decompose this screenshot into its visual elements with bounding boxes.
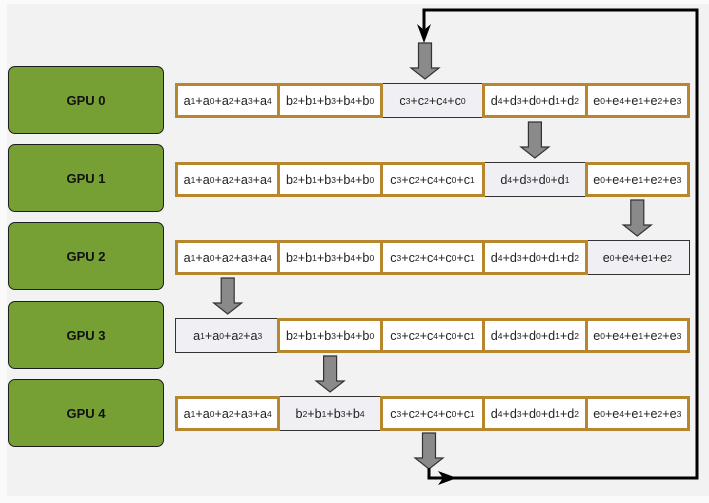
transfer-arrow-into-gpu4-icon (314, 355, 346, 393)
transfer-arrow-into-gpu3-icon (211, 277, 244, 315)
gpu-label: GPU 4 (66, 405, 106, 421)
ring-arrowhead-down-icon (417, 24, 431, 43)
gpu-label: GPU 0 (66, 92, 106, 108)
gpu-node-0: GPU 0 (8, 66, 164, 134)
transfer-arrow-into-gpu2-icon (621, 199, 654, 237)
ring-arrowhead-right-icon (438, 471, 457, 485)
gpu-label: GPU 1 (66, 170, 106, 186)
transfer-arrow-into-gpu1-icon (519, 121, 551, 159)
gpu-node-4: GPU 4 (8, 379, 164, 447)
gpu-node-3: GPU 3 (8, 301, 164, 369)
gpu-label: GPU 3 (66, 327, 106, 343)
transfer-arrow-into-gpu0-icon (409, 42, 441, 80)
gpu-node-2: GPU 2 (8, 222, 164, 290)
transfer-arrow-out-of-gpu4-icon (413, 432, 445, 470)
transfer-arrows (211, 42, 654, 470)
gpu-label: GPU 2 (66, 248, 106, 264)
ring-loop-line (422, 8, 699, 480)
gpu-node-1: GPU 1 (8, 144, 164, 212)
